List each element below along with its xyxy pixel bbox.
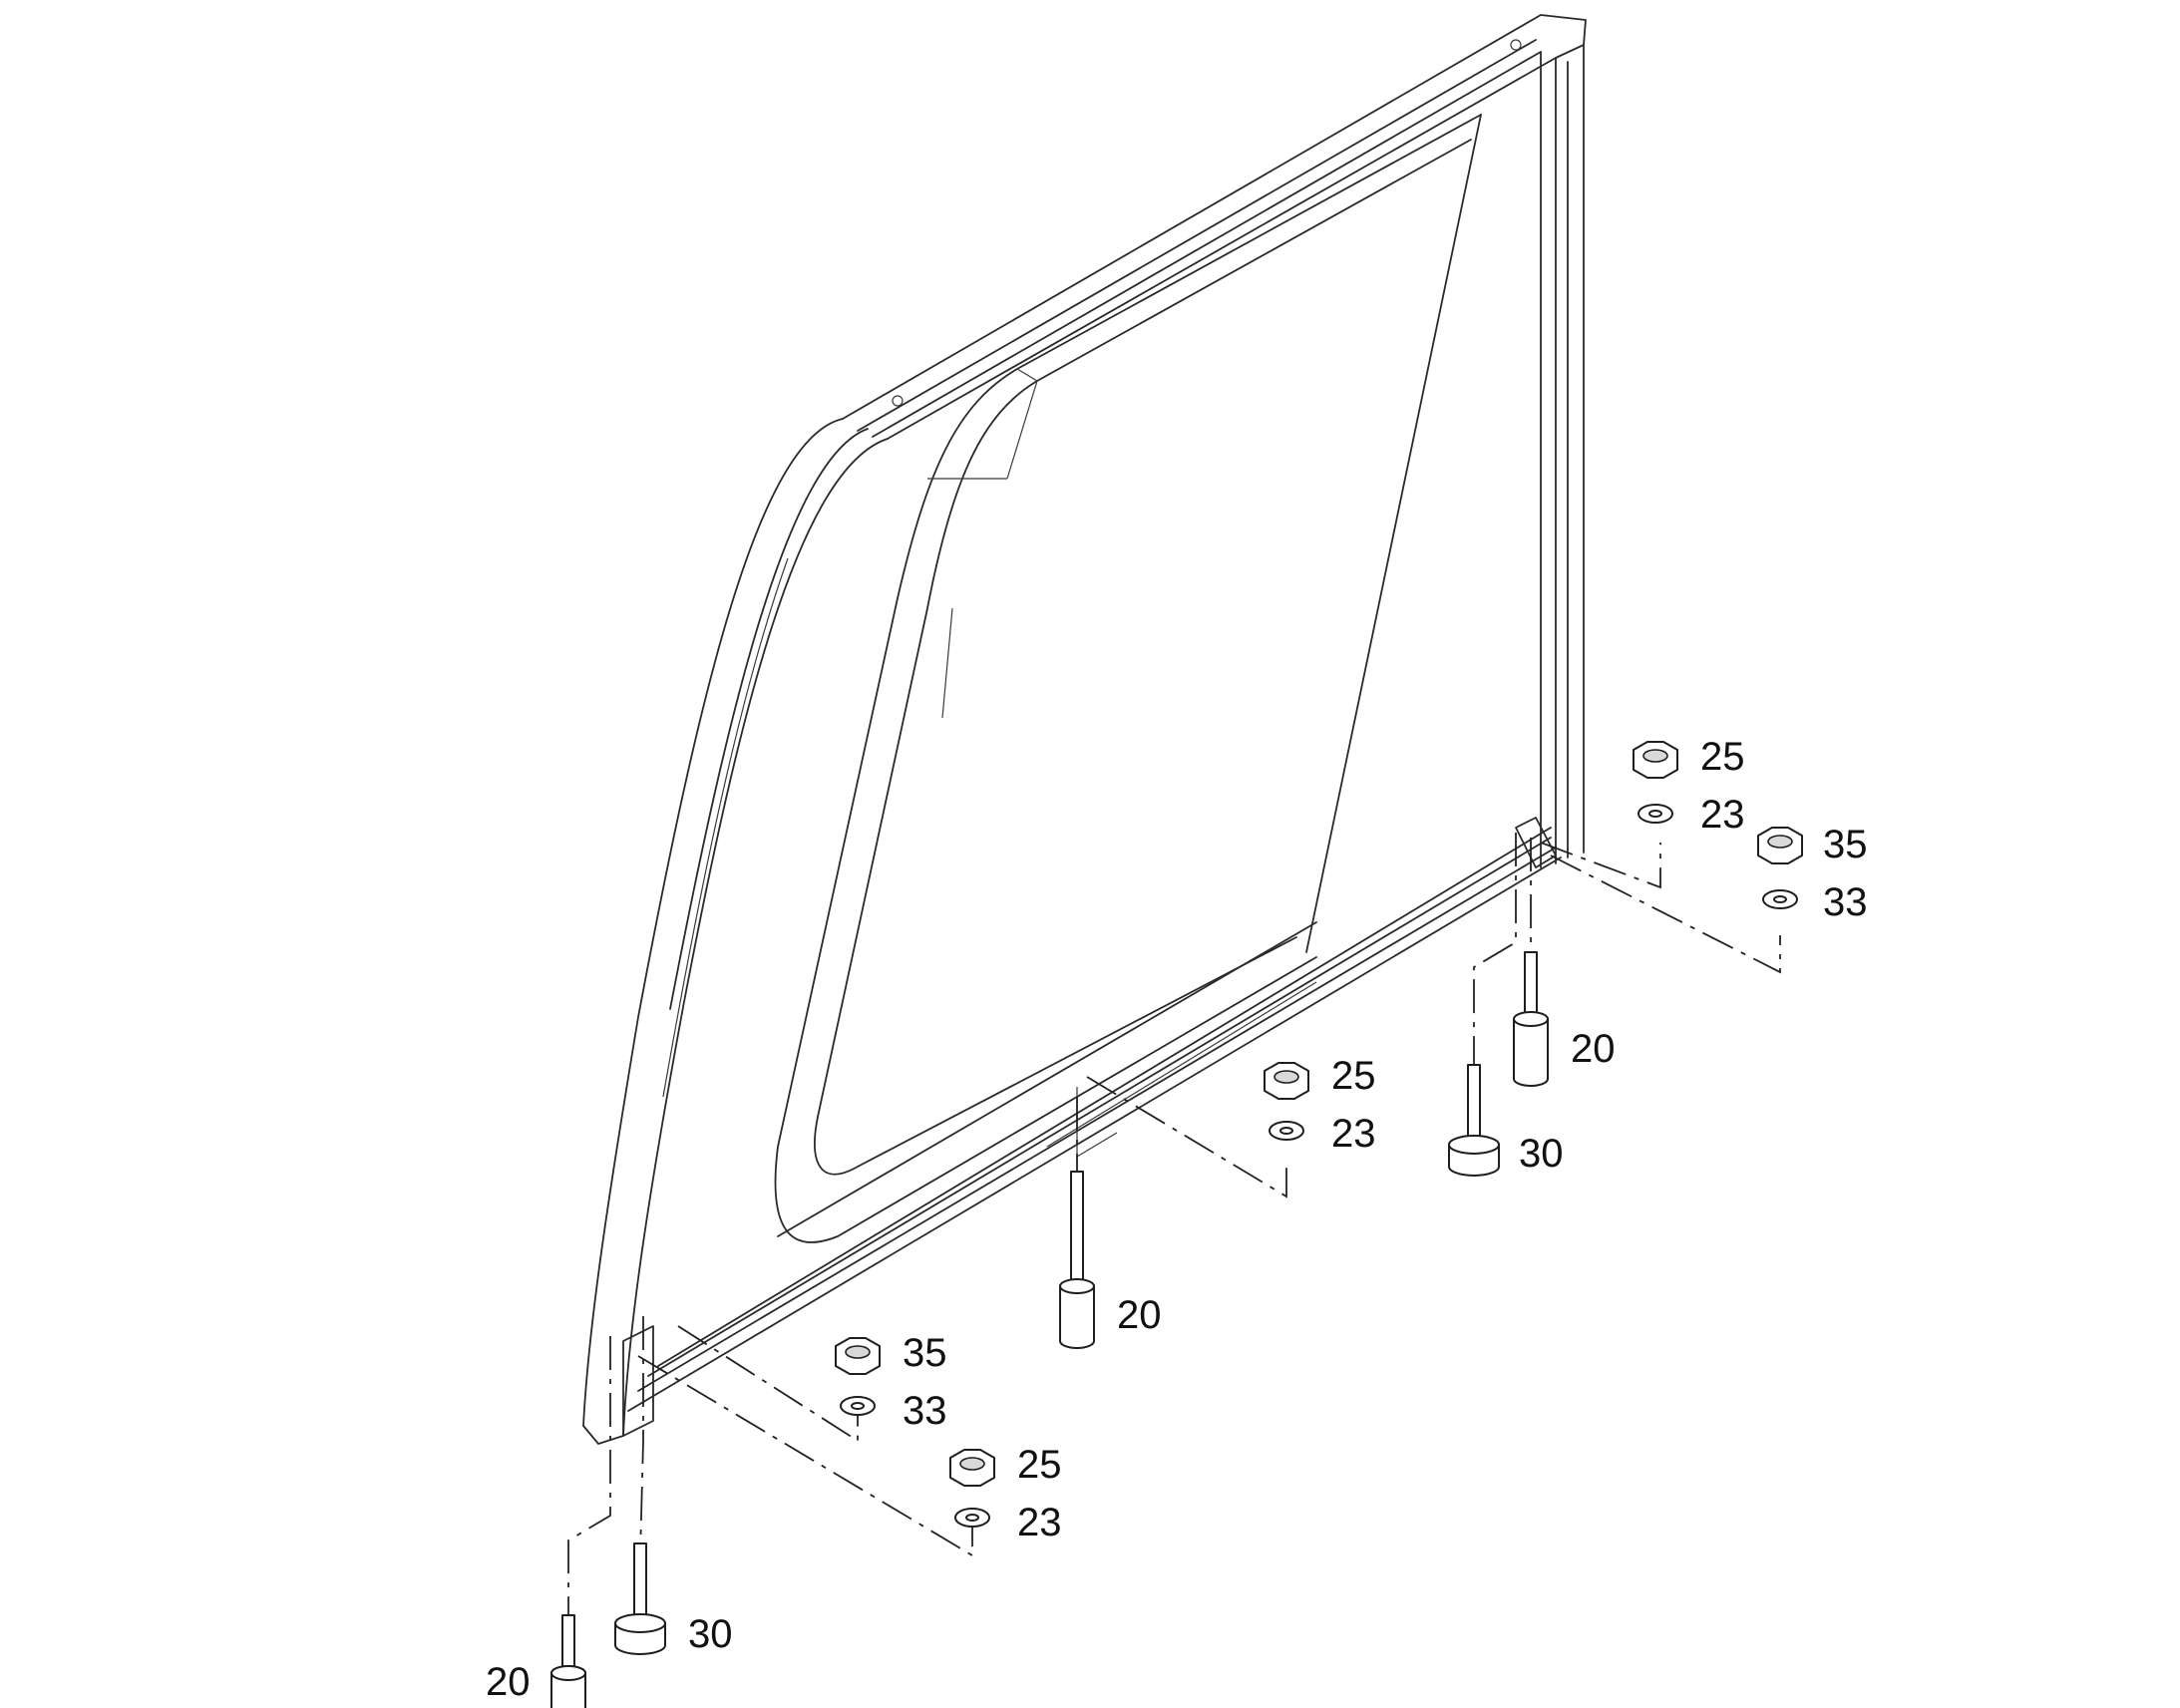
stud-part-20-center <box>1059 1171 1095 1349</box>
stud-part-20-right <box>1513 951 1549 1087</box>
callout-30-right: 30 <box>1519 1132 1564 1176</box>
callout-labels: 25 23 35 33 20 30 25 23 20 35 33 25 23 3… <box>486 735 1868 1704</box>
stud-part-20-bottom-left <box>550 1614 586 1708</box>
callout-20-right: 20 <box>1571 1027 1616 1071</box>
callout-25-bottom: 25 <box>1017 1443 1062 1487</box>
callout-20-bottom-left: 20 <box>486 1660 531 1704</box>
callout-35-right: 35 <box>1823 823 1868 866</box>
callout-35-bottom: 35 <box>903 1331 947 1375</box>
callout-23-top-right: 23 <box>1700 793 1745 837</box>
stud-part-30-bottom-left <box>614 1542 666 1655</box>
washer-part-33-bottom <box>840 1396 876 1416</box>
callout-25-top-right: 25 <box>1700 735 1745 779</box>
callout-33-bottom: 33 <box>903 1389 947 1433</box>
nut-part-25-bottom <box>949 1449 995 1487</box>
callout-25-center: 25 <box>1331 1054 1376 1098</box>
nut-part-25-top-right <box>1633 741 1678 779</box>
nut-part-35-right <box>1757 827 1803 864</box>
centerlines <box>567 833 1781 1615</box>
washer-part-33-right <box>1762 889 1798 909</box>
washer-part-23-center <box>1269 1121 1304 1141</box>
window-frame-assembly <box>582 14 1587 1445</box>
stud-part-30-right <box>1448 1064 1500 1177</box>
callout-30-bottom-left: 30 <box>688 1612 733 1656</box>
nut-part-35-bottom <box>835 1337 881 1375</box>
callout-23-bottom: 23 <box>1017 1501 1062 1544</box>
nut-part-25-center <box>1264 1062 1309 1100</box>
callout-23-center: 23 <box>1331 1112 1376 1156</box>
washer-part-23-bottom <box>954 1508 990 1528</box>
washer-part-23-top-right <box>1637 804 1673 824</box>
callout-33-right: 33 <box>1823 880 1868 924</box>
callout-20-center: 20 <box>1117 1293 1162 1337</box>
